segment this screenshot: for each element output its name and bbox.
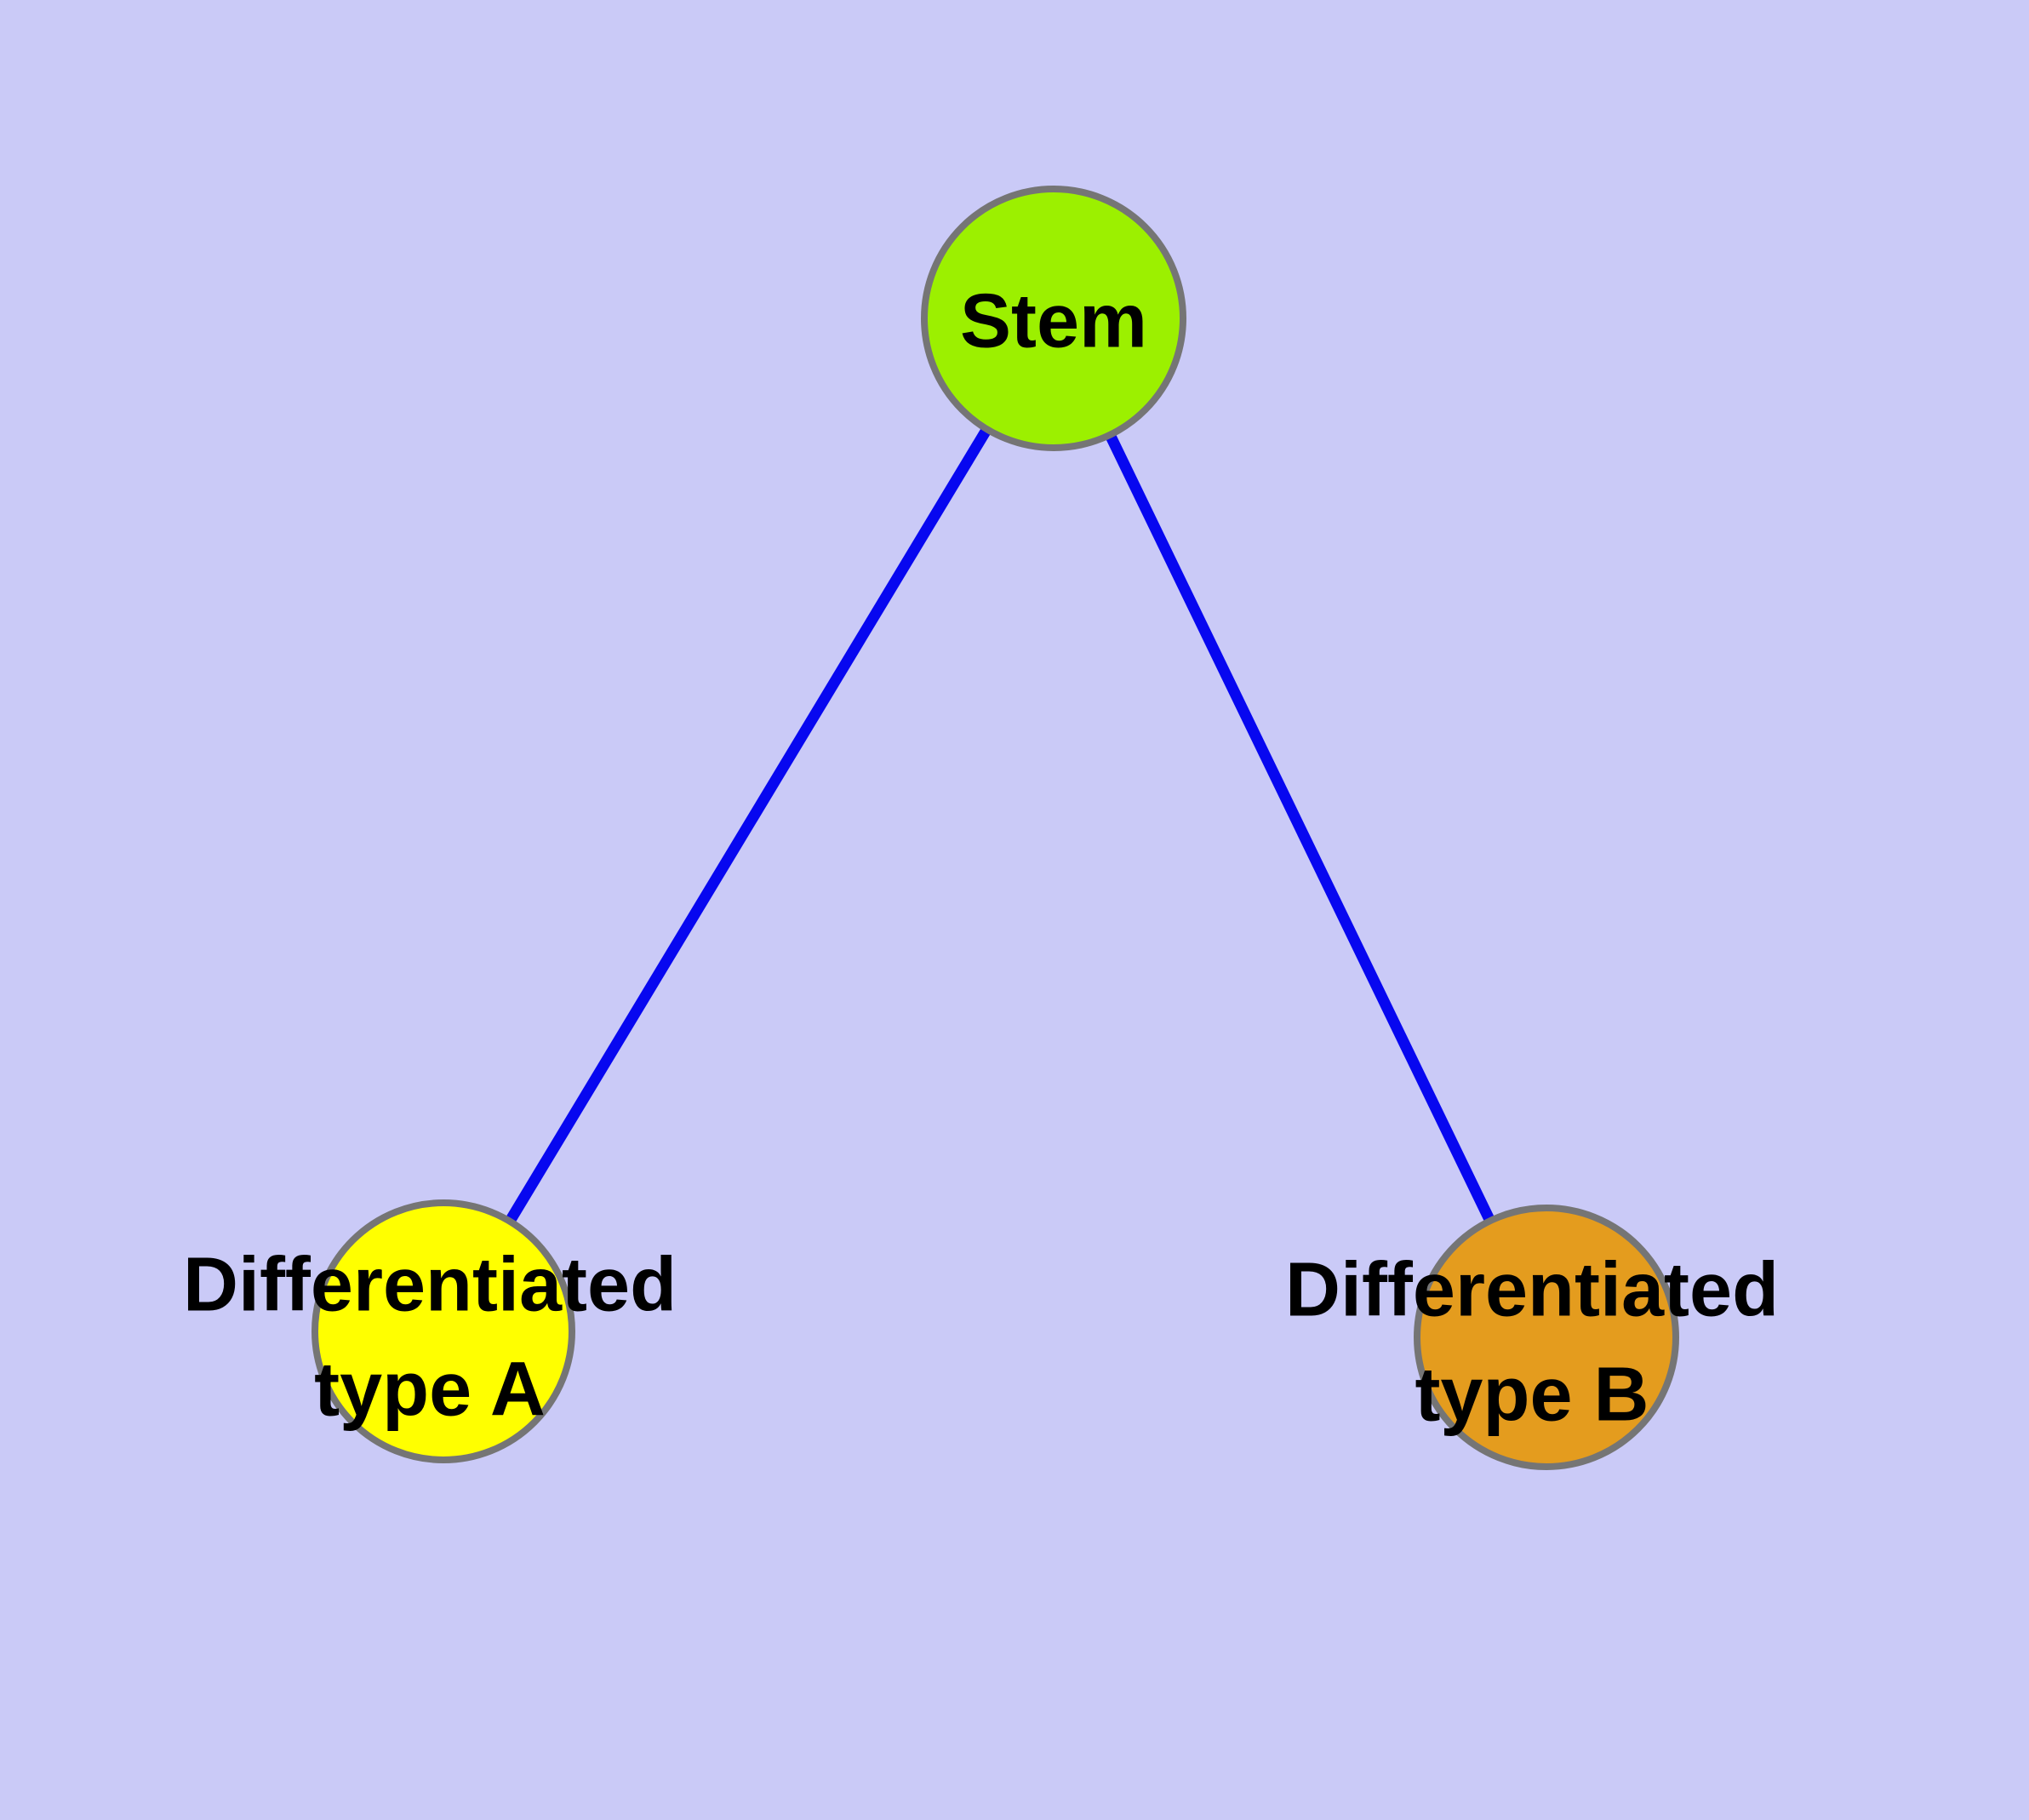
node-stem-circle [921, 186, 1186, 451]
node-differentiated-type-a-circle [311, 1199, 575, 1463]
edge-stem-to-type-a [438, 315, 1059, 1335]
node-differentiated-type-b-circle [1414, 1205, 1679, 1470]
edge-stem-to-type-b [1049, 316, 1552, 1340]
